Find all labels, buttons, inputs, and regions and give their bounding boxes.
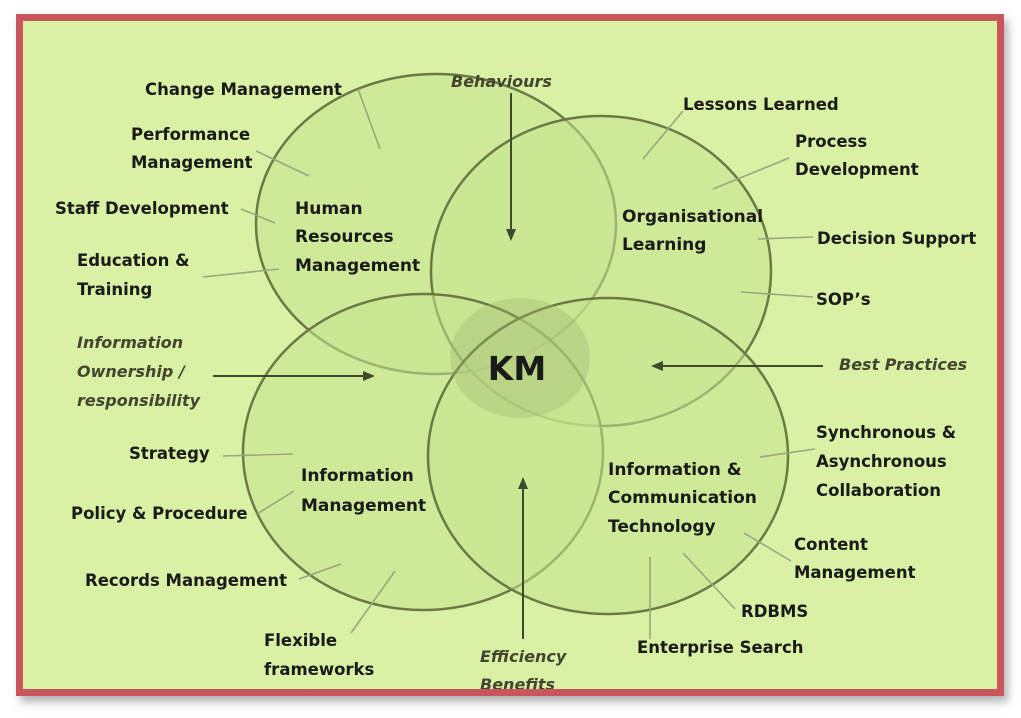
item-process-development: Process Development [795, 132, 919, 179]
diagram-frame: KM Human Resources Management Organisati… [16, 14, 1004, 696]
annotation-best-practices: Best Practices [839, 355, 967, 374]
annotation-information-ownership: Information Ownership / responsibility [77, 333, 201, 410]
annotation-efficiency-benefits: Efficiency Benefits [480, 647, 572, 689]
ict-circle-label: Information & Communication Technology [608, 460, 763, 537]
ol-circle-label: Organisational Learning [622, 207, 769, 255]
km-label: KM [488, 349, 546, 388]
item-sops: SOP’s [816, 290, 871, 309]
annotation-behaviours: Behaviours [451, 72, 552, 91]
im-circle-label: Information Management [301, 466, 426, 516]
item-flexible-frameworks: Flexible frameworks [264, 631, 375, 679]
item-policy-procedure: Policy & Procedure [71, 504, 248, 523]
item-enterprise-search: Enterprise Search [637, 638, 803, 657]
km-core [450, 298, 590, 418]
item-sync-async-collaboration: Synchronous & Asynchronous Collaboration [816, 423, 962, 500]
venn-circles [241, 72, 790, 616]
item-performance-management: Performance Management [131, 125, 256, 172]
item-education-training: Education & Training [77, 251, 195, 299]
item-staff-development: Staff Development [55, 199, 229, 218]
annotation-arrows [213, 93, 823, 639]
item-content-management: Content Management [794, 535, 916, 582]
item-strategy: Strategy [129, 444, 210, 463]
ict-circle [426, 296, 790, 616]
leader-lines [202, 88, 816, 639]
km-venn-diagram: KM Human Resources Management Organisati… [55, 72, 976, 689]
item-change-management: Change Management [145, 80, 342, 99]
item-records-management: Records Management [85, 571, 287, 590]
item-rdbms: RDBMS [741, 602, 808, 621]
item-decision-support: Decision Support [817, 229, 976, 248]
item-lessons-learned: Lessons Learned [683, 95, 839, 114]
hr-circle-label: Human Resources Management [295, 199, 420, 276]
